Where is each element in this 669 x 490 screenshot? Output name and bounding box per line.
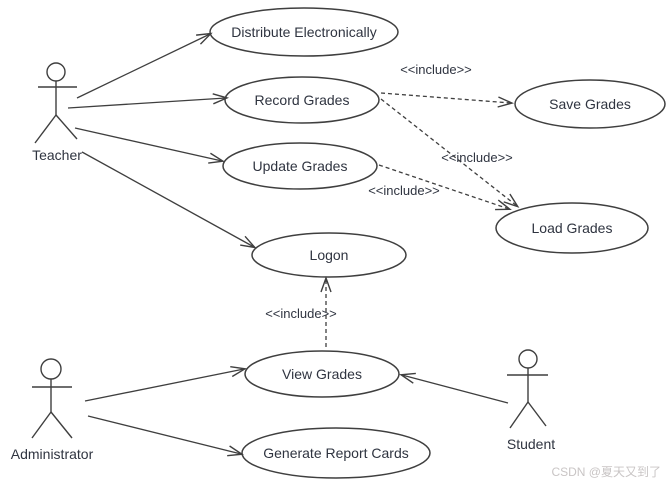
association-teacher-distribute <box>76 34 210 99</box>
actor-student: Student <box>507 349 555 452</box>
actor-administrator: Administrator <box>11 358 94 462</box>
watermark-text: CSDN @夏天又到了 <box>551 465 661 479</box>
use-case-label: Update Grades <box>253 158 348 174</box>
actor-label: Teacher <box>32 147 82 163</box>
use-case-generate-report-cards: Generate Report Cards <box>241 427 431 479</box>
actor-leg-right <box>527 401 547 427</box>
include-label: <<include>> <box>265 306 337 321</box>
actor-leg-left <box>509 401 529 429</box>
use-case-label: Distribute Electronically <box>231 24 377 40</box>
actor-leg-right <box>50 411 73 439</box>
actor-leg-left <box>34 114 57 144</box>
use-case-save-grades: Save Grades <box>514 79 666 129</box>
use-case-label: View Grades <box>282 366 362 382</box>
include-update-load <box>378 164 509 209</box>
association-student-view <box>402 375 509 404</box>
use-case-load-grades: Load Grades <box>495 202 649 254</box>
use-case-ellipse <box>495 202 649 254</box>
use-case-ellipse <box>222 142 378 190</box>
association-administrator-generate <box>87 415 241 454</box>
include-label: <<include>> <box>368 183 440 198</box>
actor-head <box>46 62 66 82</box>
actor-leg-right <box>55 114 78 140</box>
actor-label: Student <box>507 436 555 452</box>
use-case-update-grades: Update Grades <box>222 142 378 190</box>
use-case-distribute-electronically: Distribute Electronically <box>209 7 399 57</box>
association-teacher-logon <box>81 151 254 247</box>
actor-label: Administrator <box>11 446 94 462</box>
use-case-record-grades: Record Grades <box>224 76 380 124</box>
include-label: <<include>> <box>400 62 472 77</box>
use-case-logon: Logon <box>251 232 407 278</box>
association-teacher-update <box>74 127 222 161</box>
actor-leg-left <box>31 411 52 439</box>
use-case-view-grades: View Grades <box>244 350 400 398</box>
actor-teacher: Teacher <box>32 62 82 163</box>
association-administrator-view <box>84 369 244 402</box>
use-case-label: Logon <box>310 247 349 263</box>
use-case-label: Load Grades <box>532 220 613 236</box>
include-label: <<include>> <box>441 150 513 165</box>
use-case-label: Save Grades <box>549 96 631 112</box>
use-case-ellipse <box>514 79 666 129</box>
include-record-load <box>380 98 517 206</box>
actor-head <box>40 358 62 380</box>
use-case-label: Generate Report Cards <box>263 445 409 461</box>
association-teacher-record <box>67 98 226 109</box>
use-case-ellipse <box>209 7 399 57</box>
include-record-save <box>380 92 511 103</box>
use-case-label: Record Grades <box>255 92 350 108</box>
actor-head <box>518 349 538 369</box>
